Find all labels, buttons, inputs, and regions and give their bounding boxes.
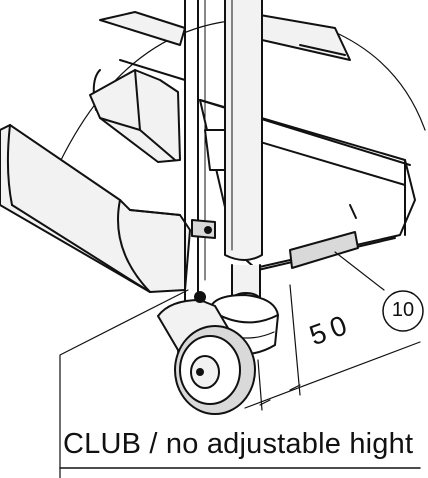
lower-cushion bbox=[0, 124, 191, 293]
caster-wheel bbox=[174, 325, 256, 415]
dimension-lines bbox=[244, 284, 421, 411]
label-plate bbox=[289, 231, 359, 269]
bracket bbox=[204, 129, 226, 171]
callout-number: 10 bbox=[391, 299, 415, 321]
upper-cushion bbox=[89, 69, 181, 163]
caption-text: CLUB / no adjustable hight bbox=[63, 428, 414, 460]
callout-bubble bbox=[382, 290, 424, 332]
pivot-screw bbox=[194, 291, 206, 303]
callout-leader bbox=[334, 251, 385, 291]
vertical-post bbox=[224, 0, 263, 261]
upper-frame bbox=[92, 11, 351, 136]
caption-leader bbox=[59, 289, 189, 478]
thin-rod bbox=[184, 0, 216, 301]
